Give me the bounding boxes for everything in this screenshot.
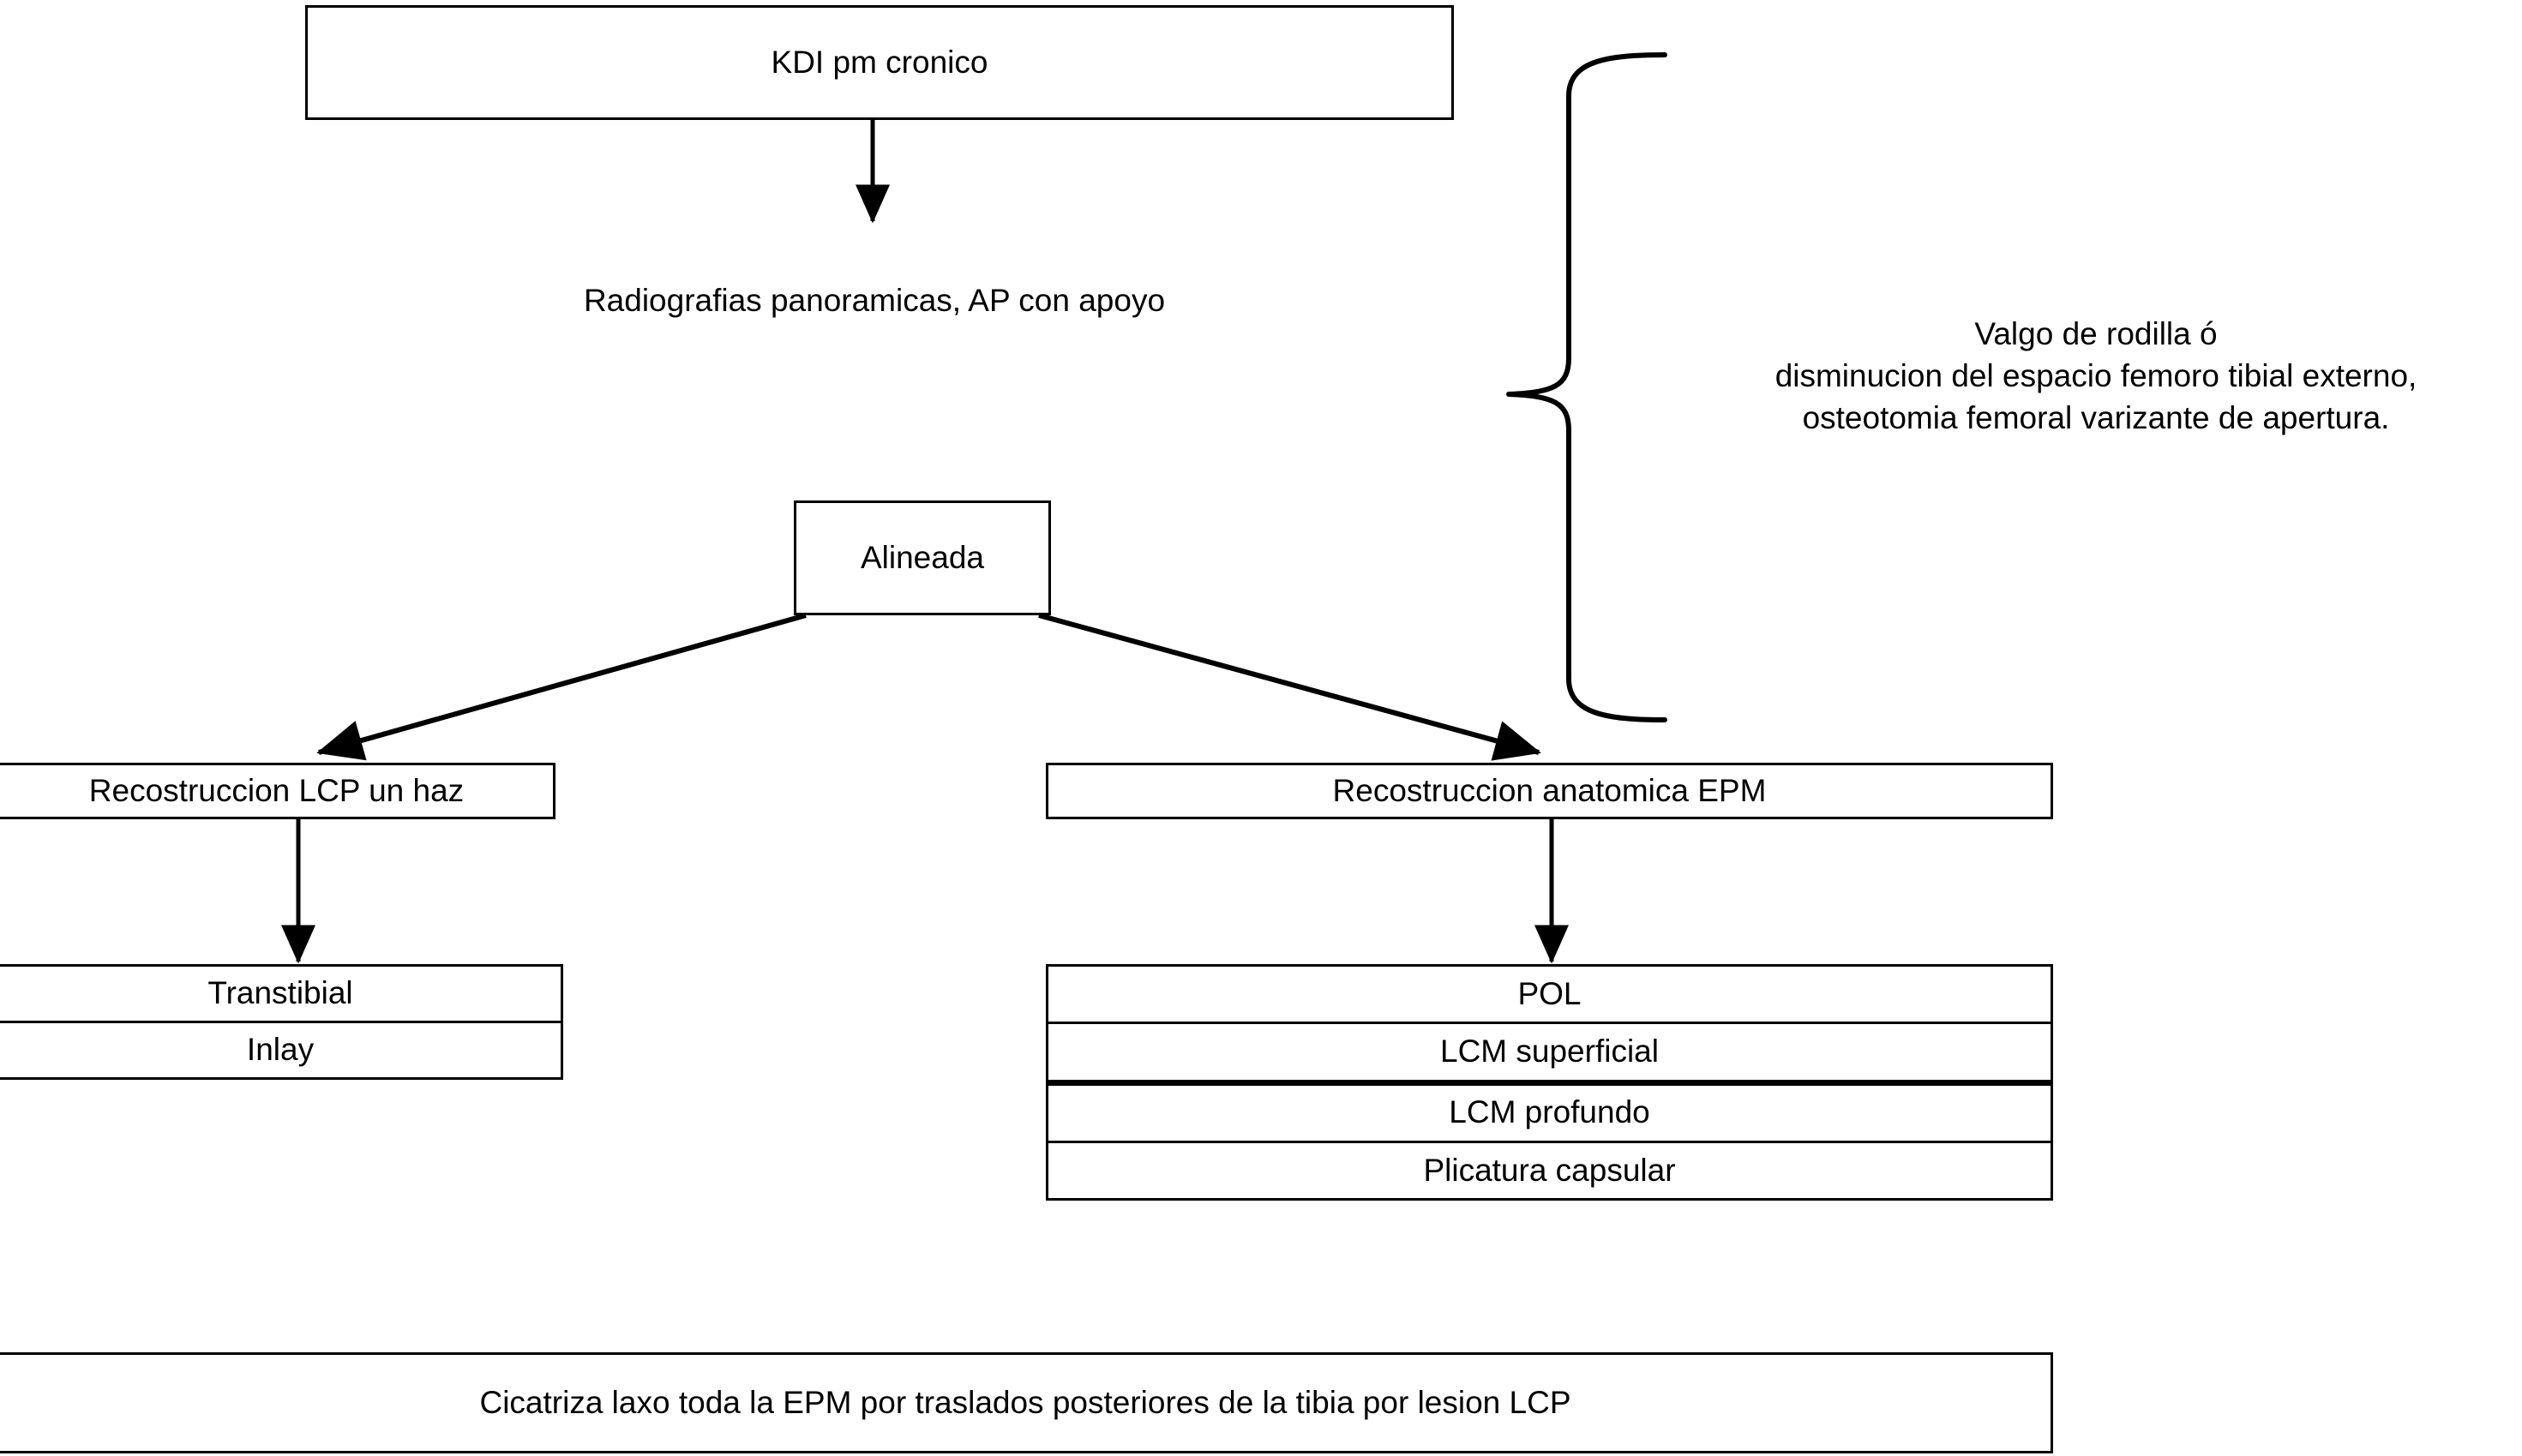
node-epm-reconstruction-label: Recostruccion anatomica EPM <box>1332 772 1767 808</box>
stack-row-inlay[interactable]: Inlay <box>0 1023 561 1077</box>
stack-row-lcm-profundo[interactable]: LCM profundo <box>1048 1086 2051 1143</box>
stack-pcl-techniques: Transtibial Inlay <box>0 964 563 1080</box>
node-pcl-reconstruction[interactable]: Recostruccion LCP un haz <box>0 763 555 819</box>
node-root-label: KDI pm cronico <box>771 44 988 80</box>
brace-note-line-2: disminucion del espacio femoro tibial ex… <box>1774 358 2417 394</box>
stack-row-pol[interactable]: POL <box>1048 967 2051 1025</box>
node-imaging-text: Radiografias panoramicas, AP con apoyo <box>583 283 1166 318</box>
node-epm-reconstruction[interactable]: Recostruccion anatomica EPM <box>1046 763 2053 819</box>
stack-row-lcm-profundo-label: LCM profundo <box>1449 1094 1650 1130</box>
stack-row-transtibial-label: Transtibial <box>207 975 353 1011</box>
node-footer-label: Cicatriza laxo toda la EPM por traslados… <box>479 1384 1571 1420</box>
stack-row-plicatura-capsular[interactable]: Plicatura capsular <box>1048 1143 2051 1198</box>
connector-aligned-to-pcl <box>316 613 807 761</box>
node-aligned[interactable]: Alineada <box>794 500 1051 615</box>
node-pcl-reconstruction-label: Recostruccion LCP un haz <box>88 772 465 808</box>
brace-note-line-3: osteotomia femoral varizante de apertura… <box>1802 400 2390 436</box>
stack-row-lcm-superficial[interactable]: LCM superficial <box>1048 1024 2051 1086</box>
curly-brace-icon <box>1506 52 1667 722</box>
brace-note: Valgo de rodilla ó disminucion del espac… <box>1676 313 2516 440</box>
node-root[interactable]: KDI pm cronico <box>305 5 1454 120</box>
brace-note-line-1: Valgo de rodilla ó <box>1974 316 2218 351</box>
node-footer[interactable]: Cicatriza laxo toda la EPM por traslados… <box>0 1352 2053 1453</box>
stack-epm-structures: POL LCM superficial LCM profundo Plicatu… <box>1046 964 2053 1201</box>
stack-row-lcm-superficial-label: LCM superficial <box>1440 1034 1659 1070</box>
stack-row-plicatura-capsular-label: Plicatura capsular <box>1423 1152 1676 1188</box>
connector-aligned-to-epm <box>1038 613 1541 761</box>
node-aligned-label: Alineada <box>860 539 984 575</box>
stack-row-pol-label: POL <box>1517 975 1582 1011</box>
stack-row-transtibial[interactable]: Transtibial <box>0 967 561 1023</box>
stack-row-inlay-label: Inlay <box>246 1032 315 1068</box>
